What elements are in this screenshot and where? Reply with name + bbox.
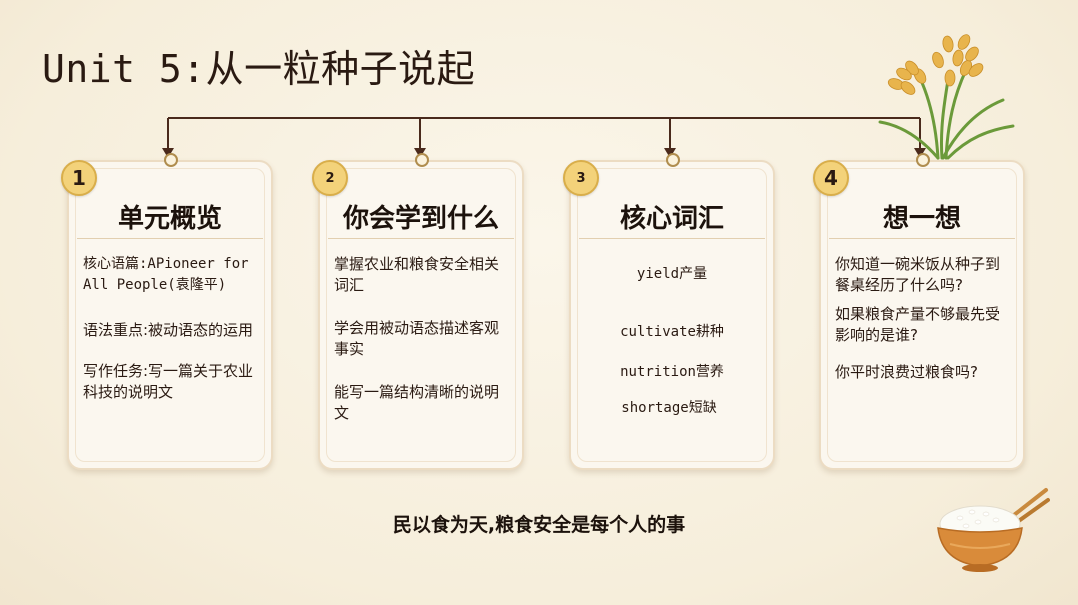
list-item: 写作任务:写一篇关于农业科技的说明文 [83,362,254,401]
list-item: 核心语篇:APioneer for All People(袁隆平) [83,256,249,293]
rice-bowl-icon [937,488,1050,572]
vocab-item: cultivate耕种 [620,324,724,340]
card-heading: 想一想 [882,204,961,234]
card-heading: 核心词汇 [619,204,724,234]
pin-icon [415,153,429,167]
list-item: 掌握农业和粮食安全相关词汇 [334,255,500,294]
divider [829,238,1015,239]
card-number-badge: 1 [61,160,97,196]
list-item: 能写一篇结构清晰的说明文 [334,383,500,422]
vocab-item: yield产量 [636,266,708,282]
card-inner-border [75,168,265,462]
vocab-item: shortage短缺 [621,400,717,416]
card-what-you-learn: 2 你会学到什么 掌握农业和粮食安全相关词汇 学会用被动语态描述客观事实 能写一… [312,153,524,470]
card-think-about-it: 4 想一想 你知道一碗米饭从种子到餐桌经历了什么吗? 如果粮食产量不够最先受影响… [813,153,1025,470]
card-inner-border [326,168,516,462]
card-heading: 你会学到什么 [342,204,499,234]
rice-plant-icon [878,34,1015,160]
card-unit-overview: 1 单元概览 核心语篇:APioneer for All People(袁隆平)… [61,153,273,470]
card-number-badge: 2 [312,160,348,196]
card-inner-border [577,168,767,462]
divider [328,238,514,239]
card-inner-border [827,168,1017,462]
card-heading: 单元概览 [117,204,222,234]
pin-icon [164,153,178,167]
card-number-badge: 3 [563,160,599,196]
list-item: 学会用被动语态描述客观事实 [334,319,500,358]
list-item: 你知道一碗米饭从种子到餐桌经历了什么吗? [835,255,1001,294]
vocab-item: nutrition营养 [620,364,724,380]
footer-slogan: 民以食为天,粮食安全是每个人的事 [392,514,686,536]
list-item: 语法重点:被动语态的运用 [83,321,254,339]
pin-icon [666,153,680,167]
card-number-badge: 4 [813,160,849,196]
list-item: 如果粮食产量不够最先受影响的是谁? [835,305,1001,344]
divider [77,238,263,239]
list-item: 你平时浪费过粮食吗? [835,363,978,381]
divider [579,238,765,239]
pin-icon [916,153,930,167]
card-core-vocabulary: 3 核心词汇 yield产量 cultivate耕种 nutrition营养 s… [563,153,775,470]
page-title: Unit 5:从一粒种子说起 [42,47,476,91]
